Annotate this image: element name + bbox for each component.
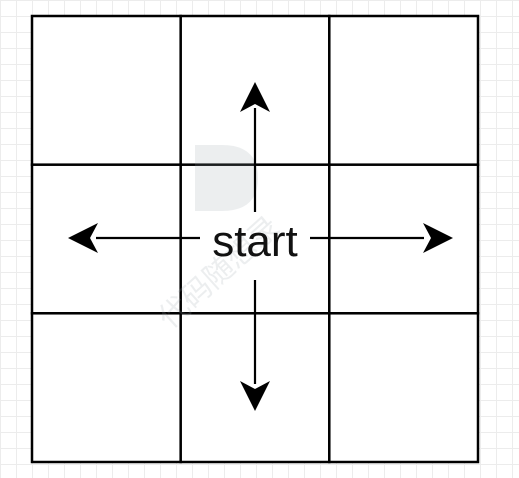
arrow-right [310,223,453,253]
cell-r1-c3 [328,14,480,166]
cell-r3-c1 [30,312,182,464]
cell-r1-c1 [30,14,182,166]
arrow-down [240,280,270,411]
arrow-left-head-icon [68,223,98,253]
arrow-left [68,223,200,253]
arrow-up [240,82,270,212]
grid-cells [30,14,480,464]
arrow-down-head-icon [240,381,270,411]
cell-r3-c3 [328,312,480,464]
arrow-right-head-icon [423,223,453,253]
start-label: start [212,217,298,266]
arrow-up-head-icon [240,82,270,112]
watermark-logo-icon [195,145,258,211]
